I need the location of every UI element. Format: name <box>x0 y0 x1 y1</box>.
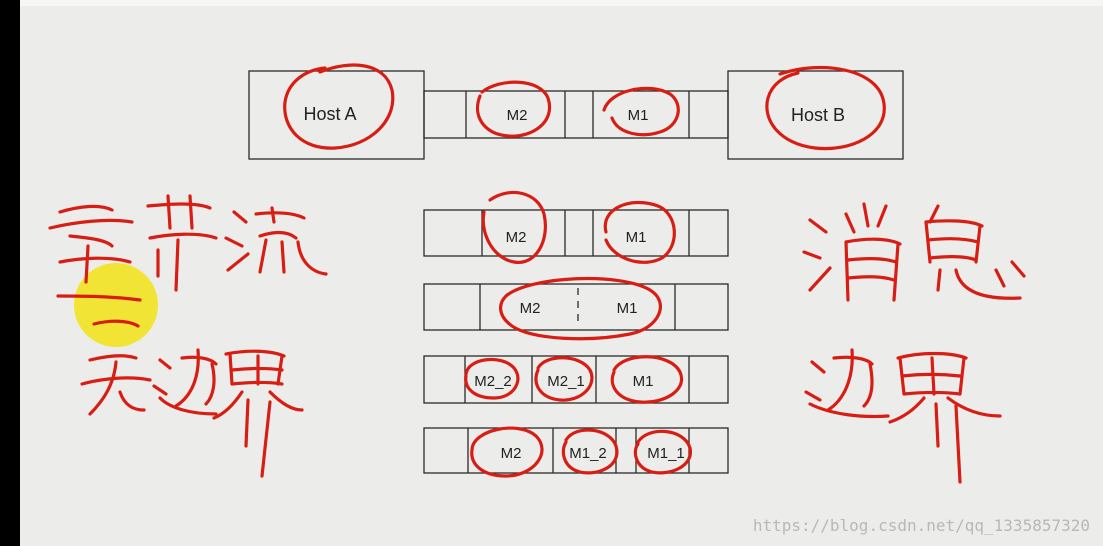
handwritten-message <box>802 202 1026 302</box>
host-b-label: Host B <box>791 105 845 125</box>
circle-row3-m1 <box>610 355 684 404</box>
row4-m1-1-label: M1_1 <box>647 445 685 462</box>
top-m1-label: M1 <box>628 107 649 124</box>
circle-row3-m2-1 <box>534 356 594 402</box>
circle-host-b <box>765 65 886 151</box>
circle-row4-m1-1 <box>633 429 692 475</box>
circle-top-m2 <box>475 80 552 138</box>
top-m2-label: M2 <box>507 107 528 124</box>
pipe-top <box>423 90 729 139</box>
row3-pipe <box>423 355 729 404</box>
row3-m1-label: M1 <box>633 373 654 390</box>
top-row: Host A Host B M2 M1 <box>248 70 904 160</box>
circle-row2-pair <box>499 276 662 341</box>
row2-pipe <box>423 283 729 331</box>
row4-pipe <box>423 427 729 474</box>
row3-m2-2-label: M2_2 <box>474 373 512 390</box>
diagram-svg: Host A Host B M2 M1 M2 M1 M2 M1 <box>48 63 1090 535</box>
row2-m1-label: M1 <box>617 300 638 317</box>
circle-row1-m2 <box>481 190 547 264</box>
handwritten-no-boundary <box>80 348 304 478</box>
handwritten-byte-stream <box>48 194 328 292</box>
row4-m2-label: M2 <box>501 445 522 462</box>
handwritten-boundary <box>804 348 1002 484</box>
circle-row4-m2 <box>470 426 544 478</box>
row2-m2-label: M2 <box>520 300 541 317</box>
circle-top-m1 <box>602 86 680 137</box>
row-1: M2 M1 <box>423 209 729 257</box>
circle-host-a <box>283 63 395 150</box>
row4-m1-2-label: M1_2 <box>569 445 607 462</box>
circle-row4-m1-2 <box>561 428 619 475</box>
handwritten-dash <box>56 294 142 328</box>
pipe-top-dividers <box>465 91 690 138</box>
circle-row3-m2-2 <box>464 357 520 400</box>
red-annotation-circles <box>283 63 886 478</box>
top-strip <box>20 0 1103 6</box>
diagram-canvas: Host A Host B M2 M1 M2 M1 M2 M1 <box>20 0 1103 546</box>
row1-m1-label: M1 <box>626 229 647 246</box>
watermark: https://blog.csdn.net/qq_1335857320 <box>753 516 1090 535</box>
row1-pipe <box>423 209 729 257</box>
row1-m2-label: M2 <box>506 229 527 246</box>
row-2: M2 M1 <box>423 283 729 331</box>
row-3: M2_2 M2_1 M1 <box>423 355 729 404</box>
circle-row1-m1 <box>603 200 676 264</box>
host-a-label: Host A <box>303 104 356 124</box>
row3-m2-1-label: M2_1 <box>547 373 585 390</box>
